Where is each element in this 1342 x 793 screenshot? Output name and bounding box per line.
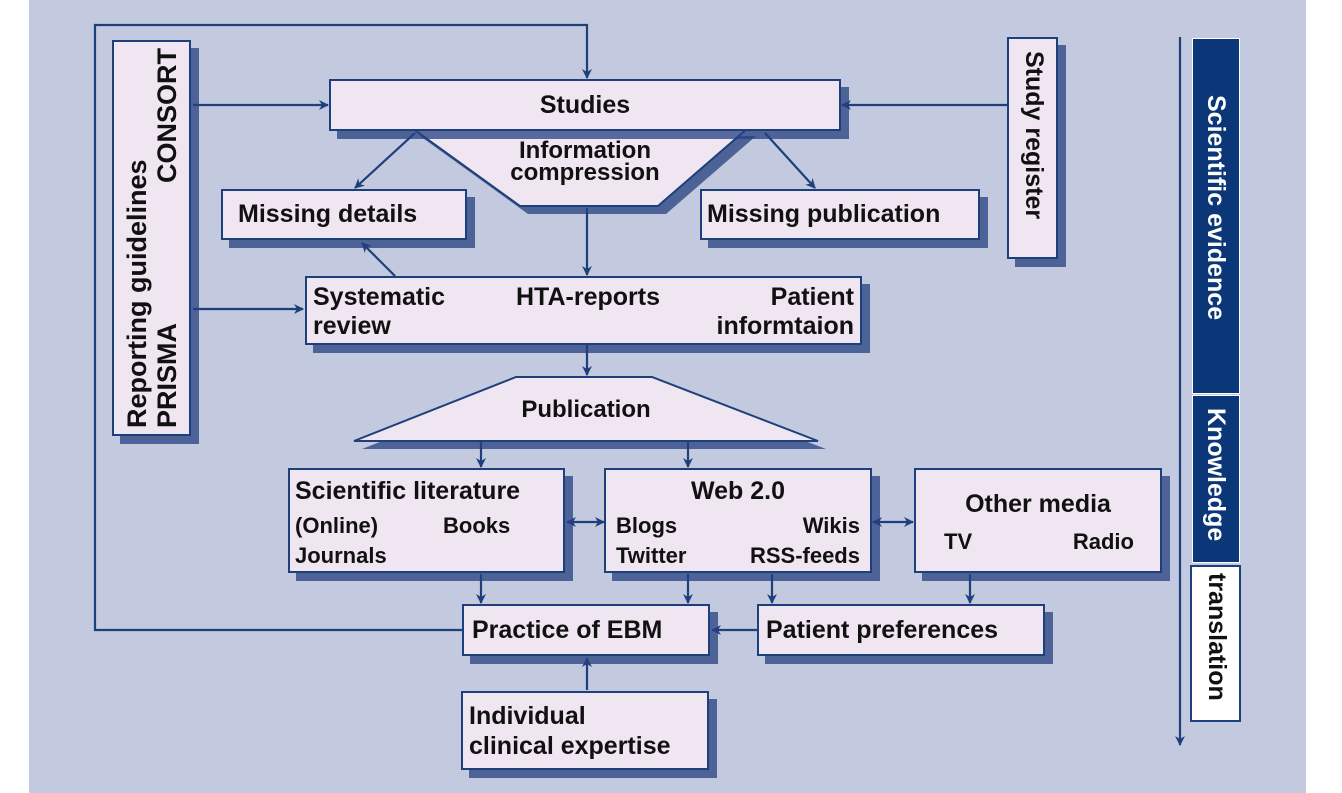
clinical-expertise-box: Individual clinical expertise (461, 691, 709, 770)
publication-shape (353, 376, 819, 442)
missing-details-box: Missing details (221, 189, 467, 240)
scientific-evidence-band: Scientific evidence (1192, 38, 1240, 394)
arrow-reviews-missing-details (361, 242, 396, 277)
tv-label: TV (944, 529, 973, 554)
translation-label: translation (1203, 573, 1231, 701)
prisma-label: PRISMA (152, 322, 182, 428)
studies-box: Studies (329, 79, 841, 131)
scientific-literature-title: Scientific literature (295, 477, 521, 505)
journals-label: Journals (295, 543, 387, 568)
knowledge-label: Knowledge (1202, 408, 1230, 542)
arrow-studies-missing-publication (764, 132, 816, 189)
systematic-review-label: Systematic (313, 283, 446, 311)
translation-band: translation (1190, 565, 1241, 722)
other-media-box: Other media TV Radio (914, 468, 1162, 573)
blogs-label: Blogs (616, 513, 678, 538)
web20-box: Web 2.0 Blogs Wikis Twitter RSS-feeds (604, 468, 872, 573)
scientific-literature-box: Scientific literature (Online) Books Jou… (288, 468, 565, 573)
study-register-label: Study register (1020, 51, 1048, 220)
wikis-label: Wikis (802, 513, 860, 538)
web20-title: Web 2.0 (690, 477, 786, 505)
reporting-guidelines-label: Reporting guidelines (122, 159, 152, 428)
scientific-evidence-label: Scientific evidence (1202, 95, 1230, 321)
hta-reports-label: HTA-reports (516, 283, 660, 311)
patient-preferences-box: Patient preferences (757, 604, 1045, 656)
books-label: Books (443, 513, 511, 538)
practice-of-ebm-box: Practice of EBM (462, 604, 710, 656)
consort-label: CONSORT (152, 48, 182, 183)
arrow-studies-missing-details (354, 132, 416, 189)
feedback-loop-line (93, 23, 592, 632)
online-label: (Online) (295, 513, 379, 538)
twitter-label: Twitter (616, 543, 687, 568)
missing-publication-box: Missing publication (700, 189, 980, 240)
radio-label: Radio (1072, 529, 1134, 554)
publication-label: Publication (521, 396, 651, 423)
patient-information-label: Patient informtaion (716, 283, 855, 340)
study-register-box: Study register (1007, 37, 1058, 259)
other-media-title: Other media (965, 490, 1111, 518)
information-compression-label: Information compression (510, 137, 660, 186)
reviews-box: Systematic review HTA-reports Patient in… (305, 276, 862, 345)
reporting-guidelines-box: Reporting guidelines PRISMA CONSORT (112, 40, 191, 436)
studies-label: Studies (539, 91, 631, 119)
rss-feeds-label: RSS-feeds (749, 543, 860, 568)
knowledge-band: Knowledge (1192, 395, 1240, 563)
